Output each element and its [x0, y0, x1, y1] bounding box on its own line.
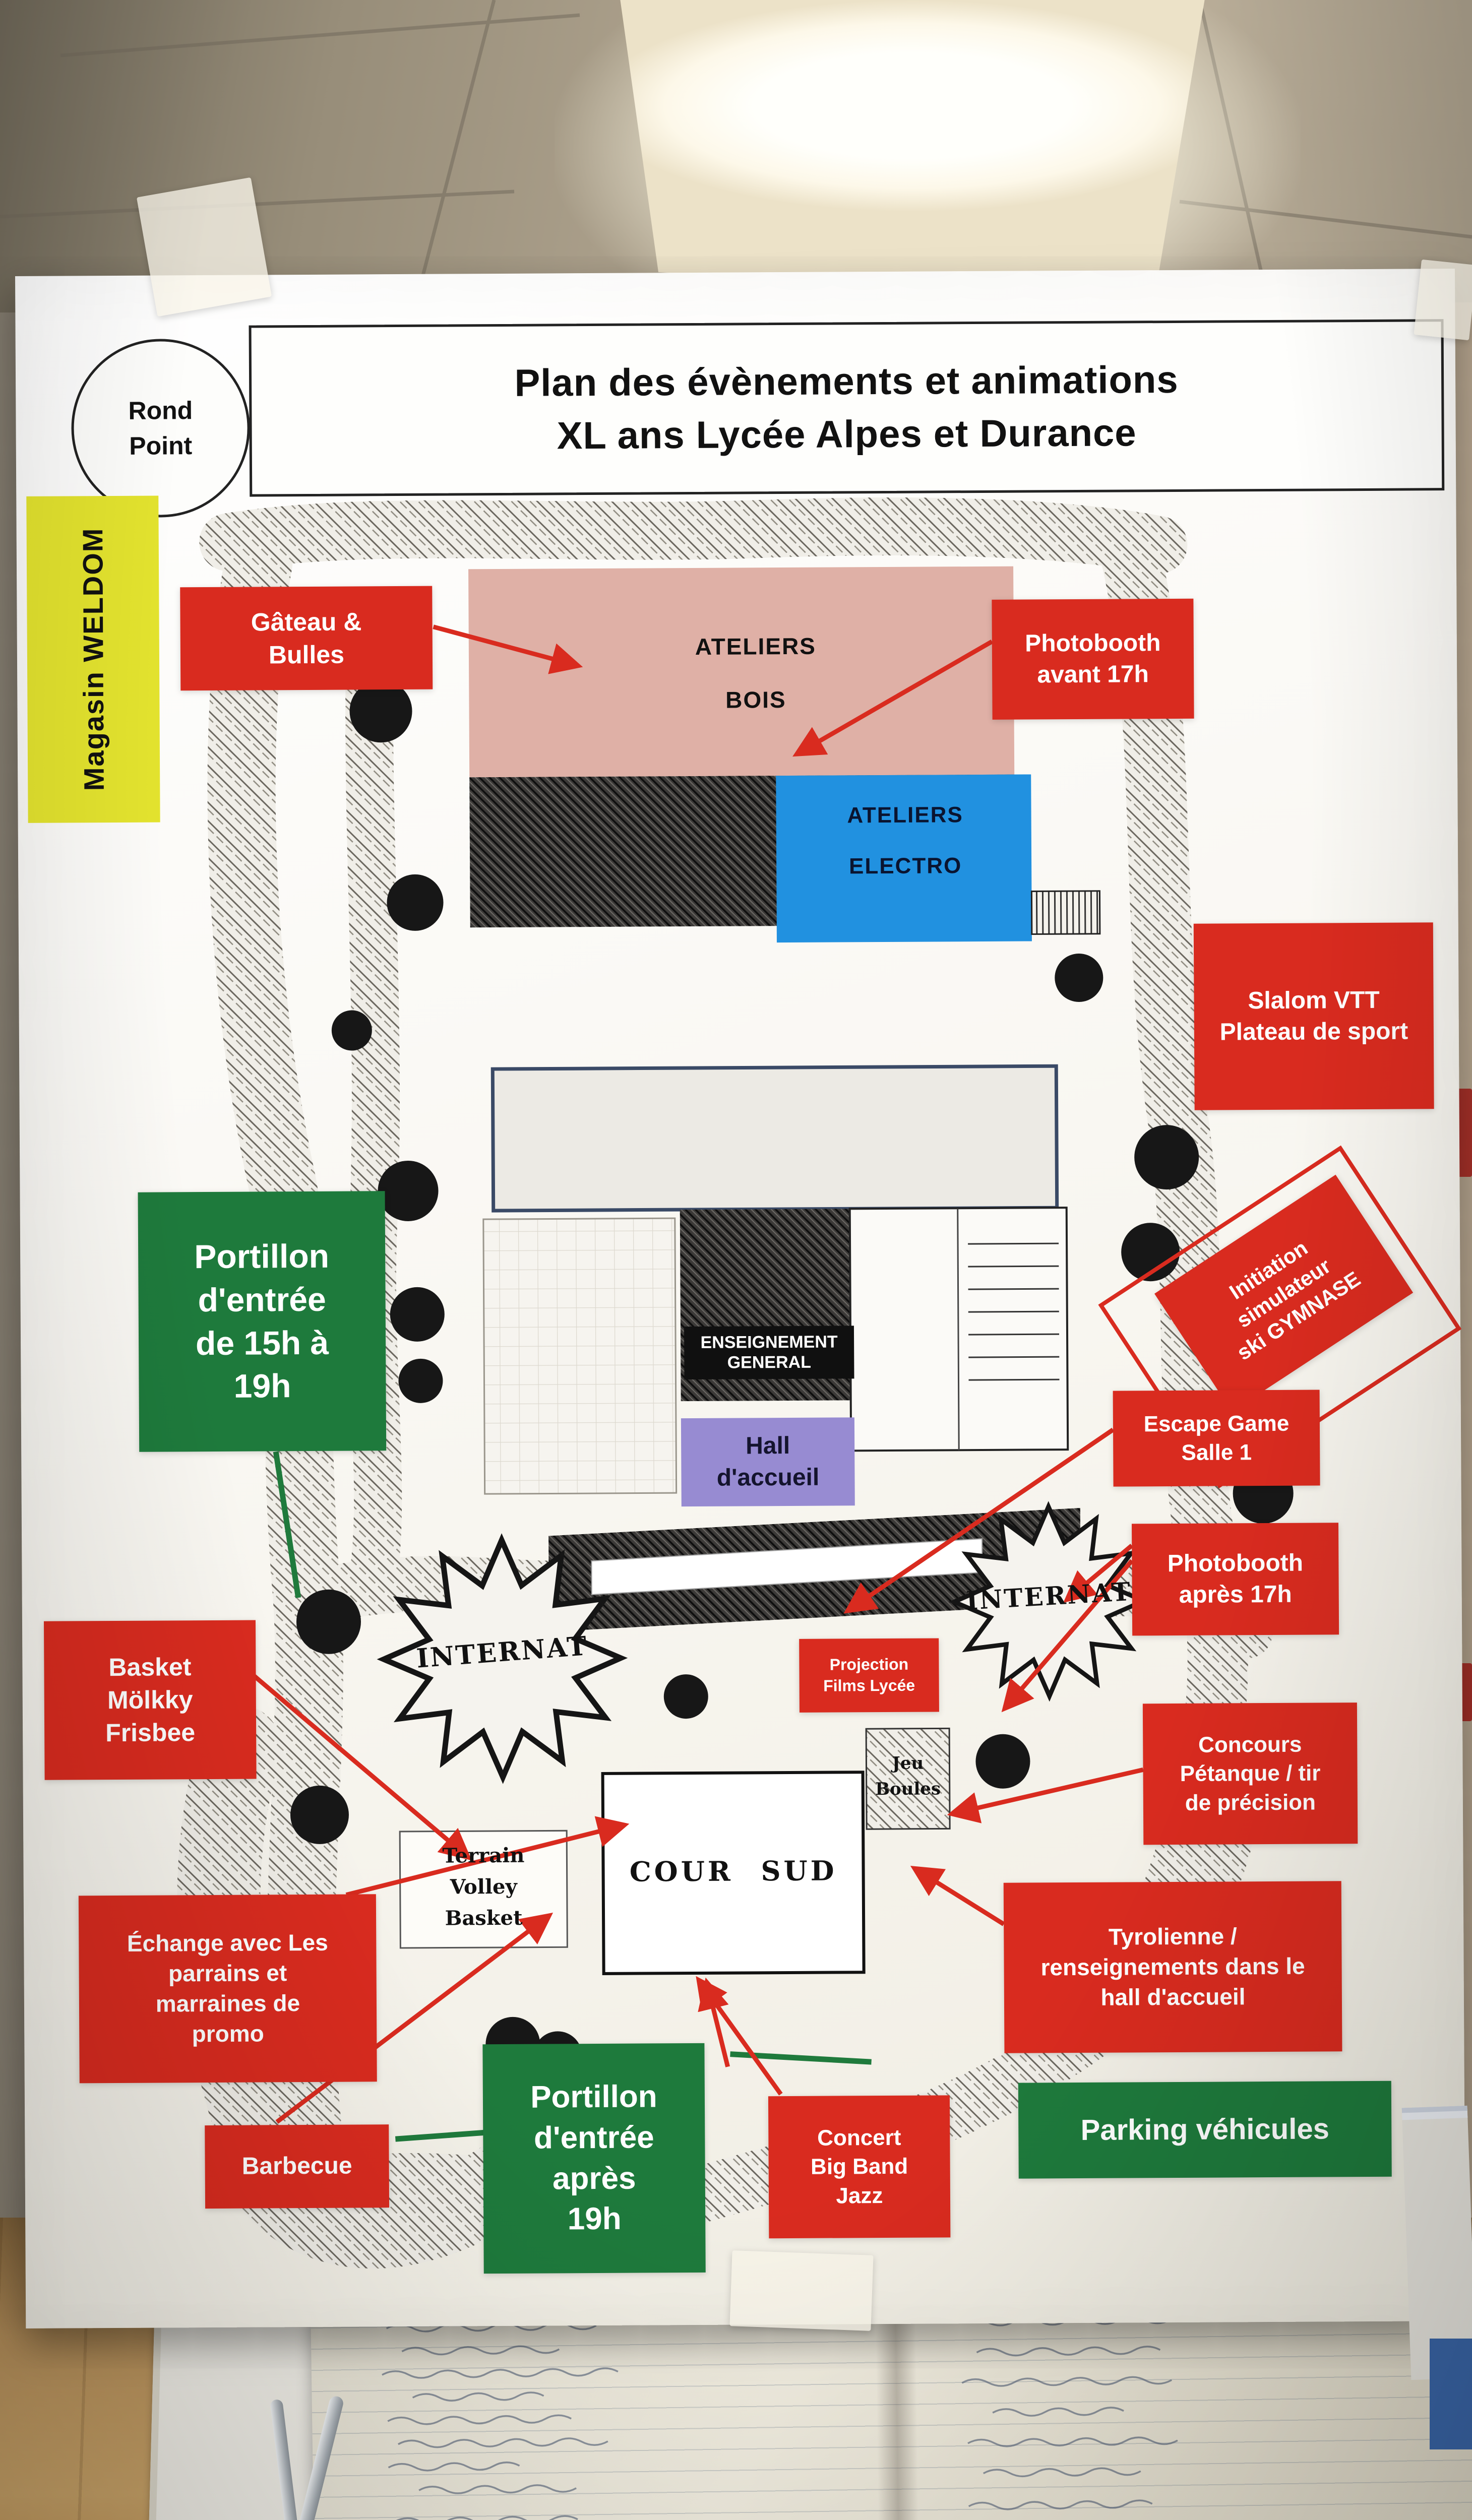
poster-title: Plan des évènements et animations XL ans…: [249, 319, 1445, 497]
arrow-gateau: [433, 624, 583, 674]
gate-portillon-15-19: Portillon d'entrée de 15h à 19h: [138, 1191, 387, 1452]
ateliers-electro-label: ATELIERS ELECTRO: [847, 802, 963, 879]
event-basket-molkky: Basket Mölkky Frisbee: [43, 1620, 257, 1780]
event-concours-petanque: Concours Pétanque / tir de précision: [1142, 1703, 1358, 1845]
cour-sud-area: [601, 1771, 866, 1975]
east-building: [848, 1207, 1069, 1452]
event-concert-jazz: Concert Big Band Jazz: [768, 2095, 951, 2239]
event-gateau-bulles: Gâteau & Bulles: [180, 586, 433, 691]
enseignement-general-label: ENSEIGNEMENT GENERAL: [684, 1326, 854, 1380]
blue-pamphlet: [1430, 2339, 1472, 2449]
arrow-photobooth-apres-1: [1001, 1559, 1134, 1713]
event-echange-parrains: Échange avec Les parrains et marraines d…: [78, 1894, 377, 2084]
arrow-tyrolienne: [910, 1866, 1005, 1926]
hall-accueil-label: Hall d'accueil: [681, 1417, 855, 1507]
arrow-escape-game: [843, 1427, 1115, 1614]
ceiling-light: [620, 0, 1205, 302]
event-projection-films: Projection Films Lycée: [799, 1638, 939, 1713]
poster-title-line1: Plan des évènements et animations: [514, 358, 1179, 405]
scissors: [214, 2395, 441, 2520]
open-notebook: [310, 2270, 1472, 2520]
arrow-basket: [253, 1674, 472, 1861]
arrow-photobooth-avant: [792, 639, 994, 757]
arrow-portillon-sud: [698, 1977, 730, 2067]
gate-portillon-apres-19: Portillon d'entrée après 19h: [482, 2043, 706, 2274]
arrow-echange: [345, 1816, 630, 1897]
scissors-blade: [269, 2399, 303, 2520]
magasin-weldom-label: Magasin WELDOM: [26, 495, 160, 823]
ateliers-electro-building: [776, 774, 1032, 943]
ateliers-bois-building: [468, 566, 1015, 778]
jeu-boules-label: Jeu Boules: [875, 1753, 941, 1800]
tape-top-left: [136, 177, 272, 317]
west-building: [482, 1217, 678, 1495]
event-slalom-vtt: Slalom VTT Plateau de sport: [1193, 922, 1434, 1110]
buildings: [378, 566, 1146, 1975]
arrow-concours: [947, 1767, 1144, 1823]
event-tyrolienne: Tyrolienne / renseignements dans le hall…: [1003, 1881, 1342, 2053]
event-photobooth-avant: Photobooth avant 17h: [992, 598, 1194, 720]
event-barbecue: Barbecue: [205, 2124, 390, 2209]
gate-parking: Parking véhicules: [1018, 2081, 1392, 2179]
terrain-volley-label: Terrain Volley Basket: [442, 1843, 525, 1930]
ateliers-bois-label: ATELIERS BOIS: [695, 633, 817, 713]
event-photobooth-apres: Photobooth après 17h: [1131, 1523, 1339, 1636]
handwriting-squiggles: [382, 2315, 1198, 2520]
stairs: [1030, 890, 1101, 935]
tape-top-right: [1414, 259, 1472, 341]
cour-sud-label: COUR SUD: [629, 1854, 837, 1888]
event-map-poster: Plan des évènements et animations XL ans…: [15, 269, 1466, 2328]
rond-point-label: Rond Point: [71, 338, 251, 518]
arrow-barbecue: [275, 1912, 554, 2124]
arrow-photobooth-apres-2: [1063, 1543, 1134, 1603]
scissors-blade: [289, 2395, 345, 2520]
event-escape-game: Escape Game Salle 1: [1113, 1390, 1320, 1487]
poster-title-line2: XL ans Lycée Alpes et Durance: [557, 411, 1137, 458]
jeu-boules-area: [865, 1727, 951, 1830]
long-building: [490, 1064, 1059, 1213]
tape-bottom: [729, 2250, 874, 2331]
red-arrows: [253, 624, 1144, 2124]
internat-building: [548, 1507, 1081, 1632]
